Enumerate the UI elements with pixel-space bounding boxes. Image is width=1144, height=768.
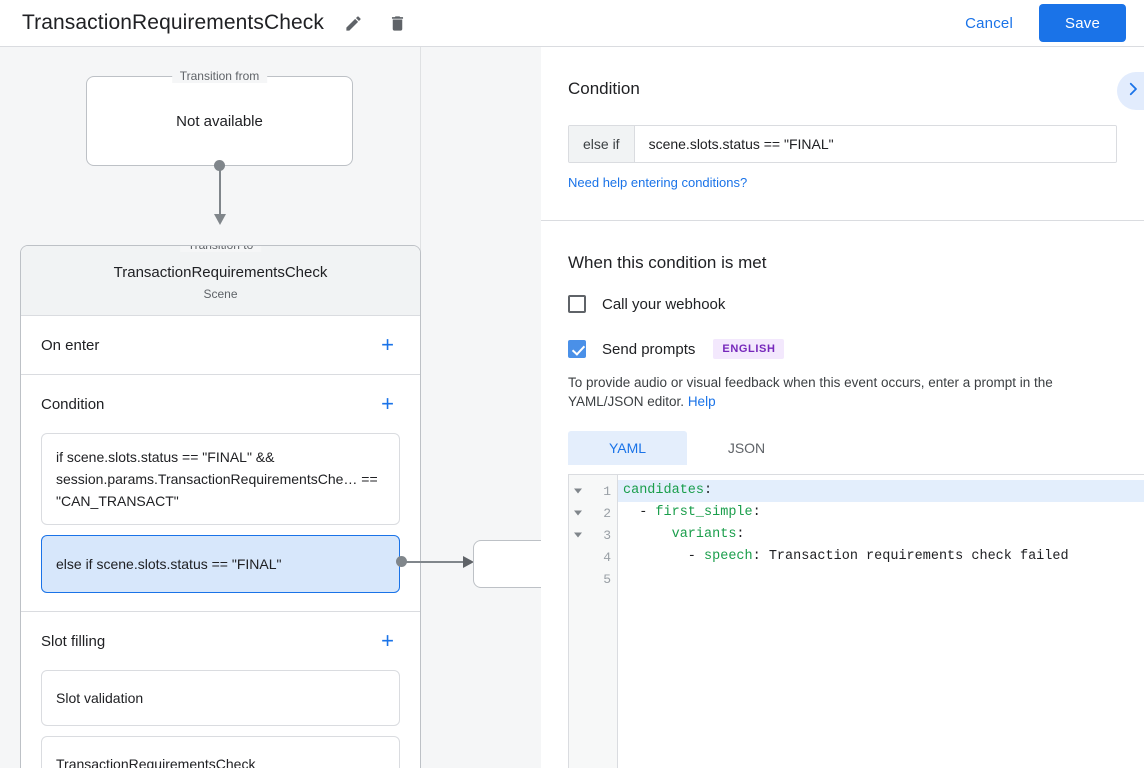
outgoing-connector-dot — [396, 556, 407, 567]
prompts-help-link[interactable]: Help — [687, 394, 716, 409]
send-prompts-label: Send prompts — [602, 340, 696, 358]
panel-when-met-section: When this condition is met Call your web… — [541, 221, 1144, 465]
fold-arrow-icon[interactable] — [574, 532, 582, 538]
outgoing-arrow-icon — [463, 556, 474, 568]
transition-from-legend: Transition from — [171, 69, 268, 83]
delete-button[interactable] — [382, 8, 412, 38]
tab-json[interactable]: JSON — [727, 440, 766, 456]
slot-filling-item[interactable]: Slot validation — [41, 670, 400, 726]
app-header: TransactionRequirementsCheck Cancel Save — [0, 0, 1144, 47]
add-condition-button[interactable]: + — [375, 389, 400, 419]
webhook-checkbox-row[interactable]: Call your webhook — [568, 295, 1117, 313]
panel-when-met-heading: When this condition is met — [568, 253, 767, 272]
panel-condition-section: Condition else if Need help entering con… — [541, 47, 1144, 192]
chevron-right-icon — [1124, 80, 1142, 103]
scene-type: Scene — [203, 287, 238, 301]
section-condition: Condition + if scene.slots.status == "FI… — [21, 375, 420, 612]
section-header: On enter + — [41, 316, 400, 374]
trash-icon — [388, 14, 407, 33]
panel-divider — [541, 220, 1144, 221]
editor-code-line[interactable]: candidates: — [618, 480, 1144, 502]
editor-format-tabs: YAML JSON — [568, 431, 1117, 465]
prompts-description-text: To provide audio or visual feedback when… — [568, 375, 1053, 409]
condition-help-link[interactable]: Need help entering conditions? — [568, 175, 748, 190]
editor-code-line[interactable]: - first_simple: — [623, 505, 761, 520]
editor-code-line[interactable]: variants: — [671, 527, 745, 542]
editor-code-line[interactable] — [618, 568, 1144, 590]
section-title-on-enter: On enter — [41, 336, 100, 354]
panel-condition-heading: Condition — [568, 79, 640, 98]
editor-line-number: 4 — [603, 549, 611, 565]
flow-canvas[interactable]: Transition from Not available Transition… — [0, 47, 541, 768]
transition-from-card[interactable]: Transition from Not available — [86, 69, 353, 166]
connector-arrow-icon — [214, 214, 226, 225]
add-on-enter-button[interactable]: + — [375, 330, 400, 360]
section-slot-filling: Slot filling + Slot validation Transacti… — [21, 612, 420, 768]
condition-prefix-label: else if — [569, 126, 635, 162]
fold-arrow-icon[interactable] — [574, 488, 582, 494]
condition-item[interactable]: if scene.slots.status == "FINAL" && sess… — [41, 433, 400, 525]
scene-header: TransactionRequirementsCheck Scene — [21, 246, 420, 316]
outgoing-connector-line — [402, 561, 464, 563]
editor-line-number: 1 — [569, 480, 617, 502]
editor-line-number: 3 — [569, 524, 617, 546]
transition-from-value: Not available — [176, 112, 263, 130]
tab-yaml[interactable]: YAML — [568, 431, 687, 465]
section-title-slot-filling: Slot filling — [41, 632, 106, 650]
condition-list: if scene.slots.status == "FINAL" && sess… — [41, 433, 400, 611]
section-on-enter: On enter + — [21, 316, 420, 375]
editor-line-number: 5 — [603, 571, 611, 587]
webhook-label: Call your webhook — [602, 295, 726, 313]
connector-line — [219, 165, 221, 217]
send-prompts-checkbox-row[interactable]: Send prompts ENGLISH — [568, 339, 1117, 359]
pencil-icon — [344, 14, 363, 33]
condition-expression-input[interactable] — [634, 126, 1116, 162]
page-title: TransactionRequirementsCheck — [22, 11, 324, 34]
slot-filling-item[interactable]: TransactionRequirementsCheck — [41, 736, 400, 768]
transition-to-legend: Transition to — [179, 246, 262, 252]
cancel-button[interactable]: Cancel — [955, 7, 1023, 40]
webhook-checkbox[interactable] — [568, 295, 586, 313]
section-header: Condition + — [41, 375, 400, 433]
condition-input-row[interactable]: else if — [568, 125, 1117, 163]
editor-line-number: 2 — [569, 502, 617, 524]
section-title-condition: Condition — [41, 395, 105, 413]
editor-code-line[interactable]: - speech: Transaction requirements check… — [623, 549, 1069, 564]
send-prompts-checkbox[interactable] — [568, 340, 586, 358]
scene-name: TransactionRequirementsCheck — [113, 264, 328, 281]
edit-name-button[interactable] — [338, 8, 368, 38]
slot-filling-list: Slot validation TransactionRequirementsC… — [41, 670, 400, 768]
transition-to-card[interactable]: Transition to TransactionRequirementsChe… — [20, 245, 421, 768]
panel-expand-button[interactable] — [1117, 72, 1144, 110]
language-badge: ENGLISH — [713, 339, 785, 359]
section-header: Slot filling + — [41, 612, 400, 670]
add-slot-filling-button[interactable]: + — [375, 626, 400, 656]
editor-code-area[interactable]: candidates: - first_simple: variants: - … — [618, 475, 1144, 768]
target-node-card[interactable] — [473, 540, 541, 588]
save-button[interactable]: Save — [1039, 4, 1126, 42]
condition-item-selected[interactable]: else if scene.slots.status == "FINAL" — [41, 535, 400, 593]
prompts-description: To provide audio or visual feedback when… — [568, 373, 1117, 411]
fold-arrow-icon[interactable] — [574, 510, 582, 516]
